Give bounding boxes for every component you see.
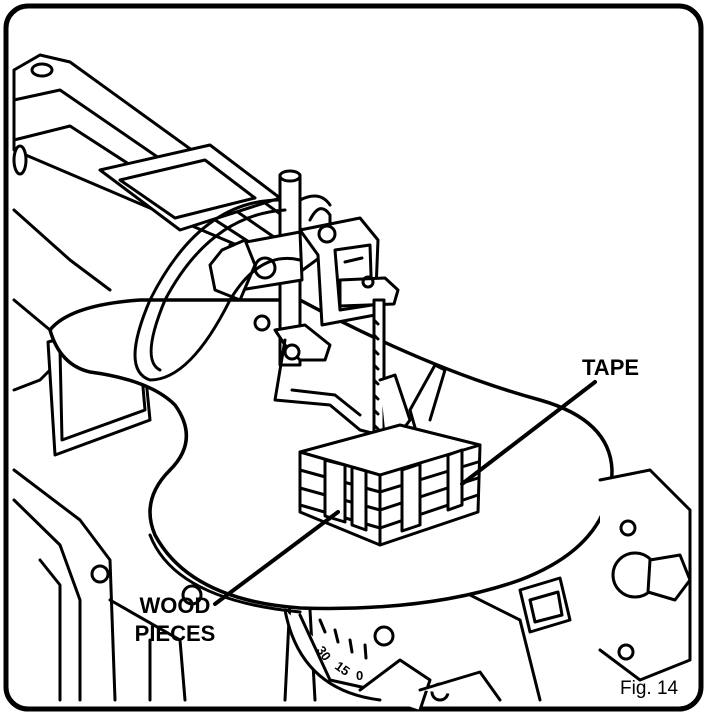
bevel-tick-15: 15 bbox=[332, 658, 352, 679]
tape-callout: TAPE bbox=[582, 355, 640, 380]
bevel-tick-30: 30 bbox=[314, 643, 335, 663]
blade-holder-assembly bbox=[133, 169, 447, 452]
wood-callout-line2: PIECES bbox=[134, 621, 216, 646]
bevel-tick-0: 0 bbox=[356, 668, 363, 683]
wood-stack bbox=[298, 423, 482, 547]
figure-caption: Fig. 14 bbox=[620, 678, 679, 699]
wood-pieces-callout: WOOD PIECES bbox=[120, 592, 230, 648]
bevel-housing bbox=[518, 468, 692, 682]
wood-leader bbox=[213, 510, 340, 606]
bevel-scale bbox=[90, 564, 450, 702]
bevel-lock-knob bbox=[358, 658, 502, 712]
wood-callout-line1: WOOD bbox=[139, 593, 211, 618]
tape-leader bbox=[460, 380, 597, 486]
